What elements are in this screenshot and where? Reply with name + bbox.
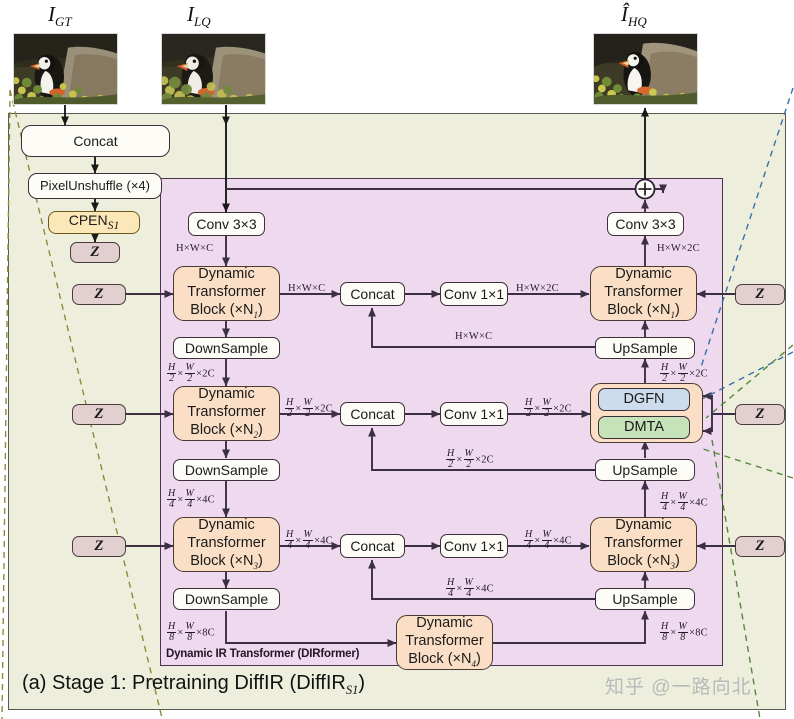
figure-caption: (a) Stage 1: Pretraining DiffIR (DiffIRS… xyxy=(22,672,365,697)
downsample-3[interactable]: DownSample xyxy=(173,588,280,610)
z-box-decoder-2[interactable]: Z xyxy=(735,404,785,425)
z-box-decoder-1[interactable]: Z xyxy=(735,284,785,305)
z-label: Z xyxy=(755,405,765,422)
concat-label: Concat xyxy=(350,537,395,554)
encoder-dtb-level2[interactable]: Dynamic Transformer Block (×N2) xyxy=(173,386,280,441)
upsample-1[interactable]: UpSample xyxy=(595,337,695,359)
conv3x3-output-box[interactable]: Conv 3×3 xyxy=(607,212,684,236)
dgfn-box[interactable]: DGFN xyxy=(598,388,690,411)
dtb-label: Dynamic Transformer Block (×N1) xyxy=(604,266,683,320)
downsample-label: DownSample xyxy=(184,339,269,356)
decoder-dtb-level3[interactable]: Dynamic Transformer Block (×N3) xyxy=(590,517,697,572)
conv1x1-3[interactable]: Conv 1×1 xyxy=(440,534,508,558)
conv3x3-output-label: Conv 3×3 xyxy=(615,215,676,232)
conv1x1-label: Conv 1×1 xyxy=(443,405,505,422)
downsample-label: DownSample xyxy=(184,590,269,607)
dirformer-title: Dynamic IR Transformer (DIRformer) xyxy=(166,648,360,660)
dim-hwc-encoder-in: H×W×C xyxy=(176,243,214,254)
pixelunshuffle-label: PixelUnshuffle (×4) xyxy=(40,177,150,193)
z-label: Z xyxy=(755,537,765,554)
dtb-label: Dynamic Transformer Block (×N3) xyxy=(604,517,683,571)
concat-skip-2[interactable]: Concat xyxy=(340,402,405,426)
image-low-quality xyxy=(161,33,266,105)
upsample-2[interactable]: UpSample xyxy=(595,459,695,481)
decoder-dtb-level1[interactable]: Dynamic Transformer Block (×N1) xyxy=(590,266,697,321)
dgfn-label: DGFN xyxy=(623,391,665,408)
conv1x1-1[interactable]: Conv 1×1 xyxy=(440,282,508,306)
downsample-2[interactable]: DownSample xyxy=(173,459,280,481)
upsample-label: UpSample xyxy=(612,461,678,478)
dim-hwc-skip1: H×W×C xyxy=(288,283,326,294)
zhihu-watermark: 知乎 @一路向北 xyxy=(605,677,752,698)
concat-box[interactable]: Concat xyxy=(21,125,170,157)
dtb-label: Dynamic Transformer Block (×N1) xyxy=(187,266,266,320)
dmta-box[interactable]: DMTA xyxy=(598,416,690,439)
z-label: Z xyxy=(755,285,765,302)
image-label-lq: ILQ xyxy=(187,2,211,30)
bottleneck-dtb-level4[interactable]: Dynamic Transformer Block (×N4) xyxy=(396,615,493,670)
concat-label: Concat xyxy=(73,132,118,149)
z-label: Z xyxy=(94,405,104,422)
conv1x1-2[interactable]: Conv 1×1 xyxy=(440,402,508,426)
encoder-dtb-level3[interactable]: Dynamic Transformer Block (×N3) xyxy=(173,517,280,572)
image-restored-hq xyxy=(593,33,698,105)
dtb-label: Dynamic Transformer Block (×N4) xyxy=(405,615,484,669)
dtb-label: Dynamic Transformer Block (×N3) xyxy=(187,517,266,571)
image-label-gt: IGT xyxy=(48,2,72,30)
concat-label: Concat xyxy=(350,285,395,302)
z-box-encoder-3[interactable]: Z xyxy=(72,536,126,557)
conv3x3-input-label: Conv 3×3 xyxy=(196,215,257,232)
downsample-label: DownSample xyxy=(184,461,269,478)
pixelunshuffle-box[interactable]: PixelUnshuffle (×4) xyxy=(28,173,162,199)
cpen-box[interactable]: CPENS1 xyxy=(48,211,140,234)
downsample-1[interactable]: DownSample xyxy=(173,337,280,359)
z-label: Z xyxy=(94,537,104,554)
image-ground-truth xyxy=(13,33,118,105)
upsample-3[interactable]: UpSample xyxy=(595,588,695,610)
cpen-label: CPENS1 xyxy=(68,212,120,233)
upsample-label: UpSample xyxy=(612,590,678,607)
upsample-label: UpSample xyxy=(612,339,678,356)
z-label: Z xyxy=(90,243,100,260)
conv1x1-label: Conv 1×1 xyxy=(443,537,505,554)
z-box-encoder-2[interactable]: Z xyxy=(72,404,126,425)
concat-label: Concat xyxy=(350,405,395,422)
dim-hw2c-out1: H×W×2C xyxy=(516,283,559,294)
image-label-hq: ÎHQ xyxy=(621,2,647,30)
dim-hw2c-conv-out: H×W×2C xyxy=(657,243,700,254)
z-label: Z xyxy=(94,285,104,302)
dim-hwc-upsample1: H×W×C xyxy=(455,331,493,342)
conv3x3-input-box[interactable]: Conv 3×3 xyxy=(188,212,265,236)
z-box-encoder-1[interactable]: Z xyxy=(72,284,126,305)
concat-skip-1[interactable]: Concat xyxy=(340,282,405,306)
encoder-dtb-level1[interactable]: Dynamic Transformer Block (×N1) xyxy=(173,266,280,321)
conv1x1-label: Conv 1×1 xyxy=(443,285,505,302)
concat-skip-3[interactable]: Concat xyxy=(340,534,405,558)
z-box-cpen-output[interactable]: Z xyxy=(70,242,120,263)
dtb-label: Dynamic Transformer Block (×N2) xyxy=(187,386,266,440)
z-box-decoder-3[interactable]: Z xyxy=(735,536,785,557)
dmta-label: DMTA xyxy=(623,419,664,436)
